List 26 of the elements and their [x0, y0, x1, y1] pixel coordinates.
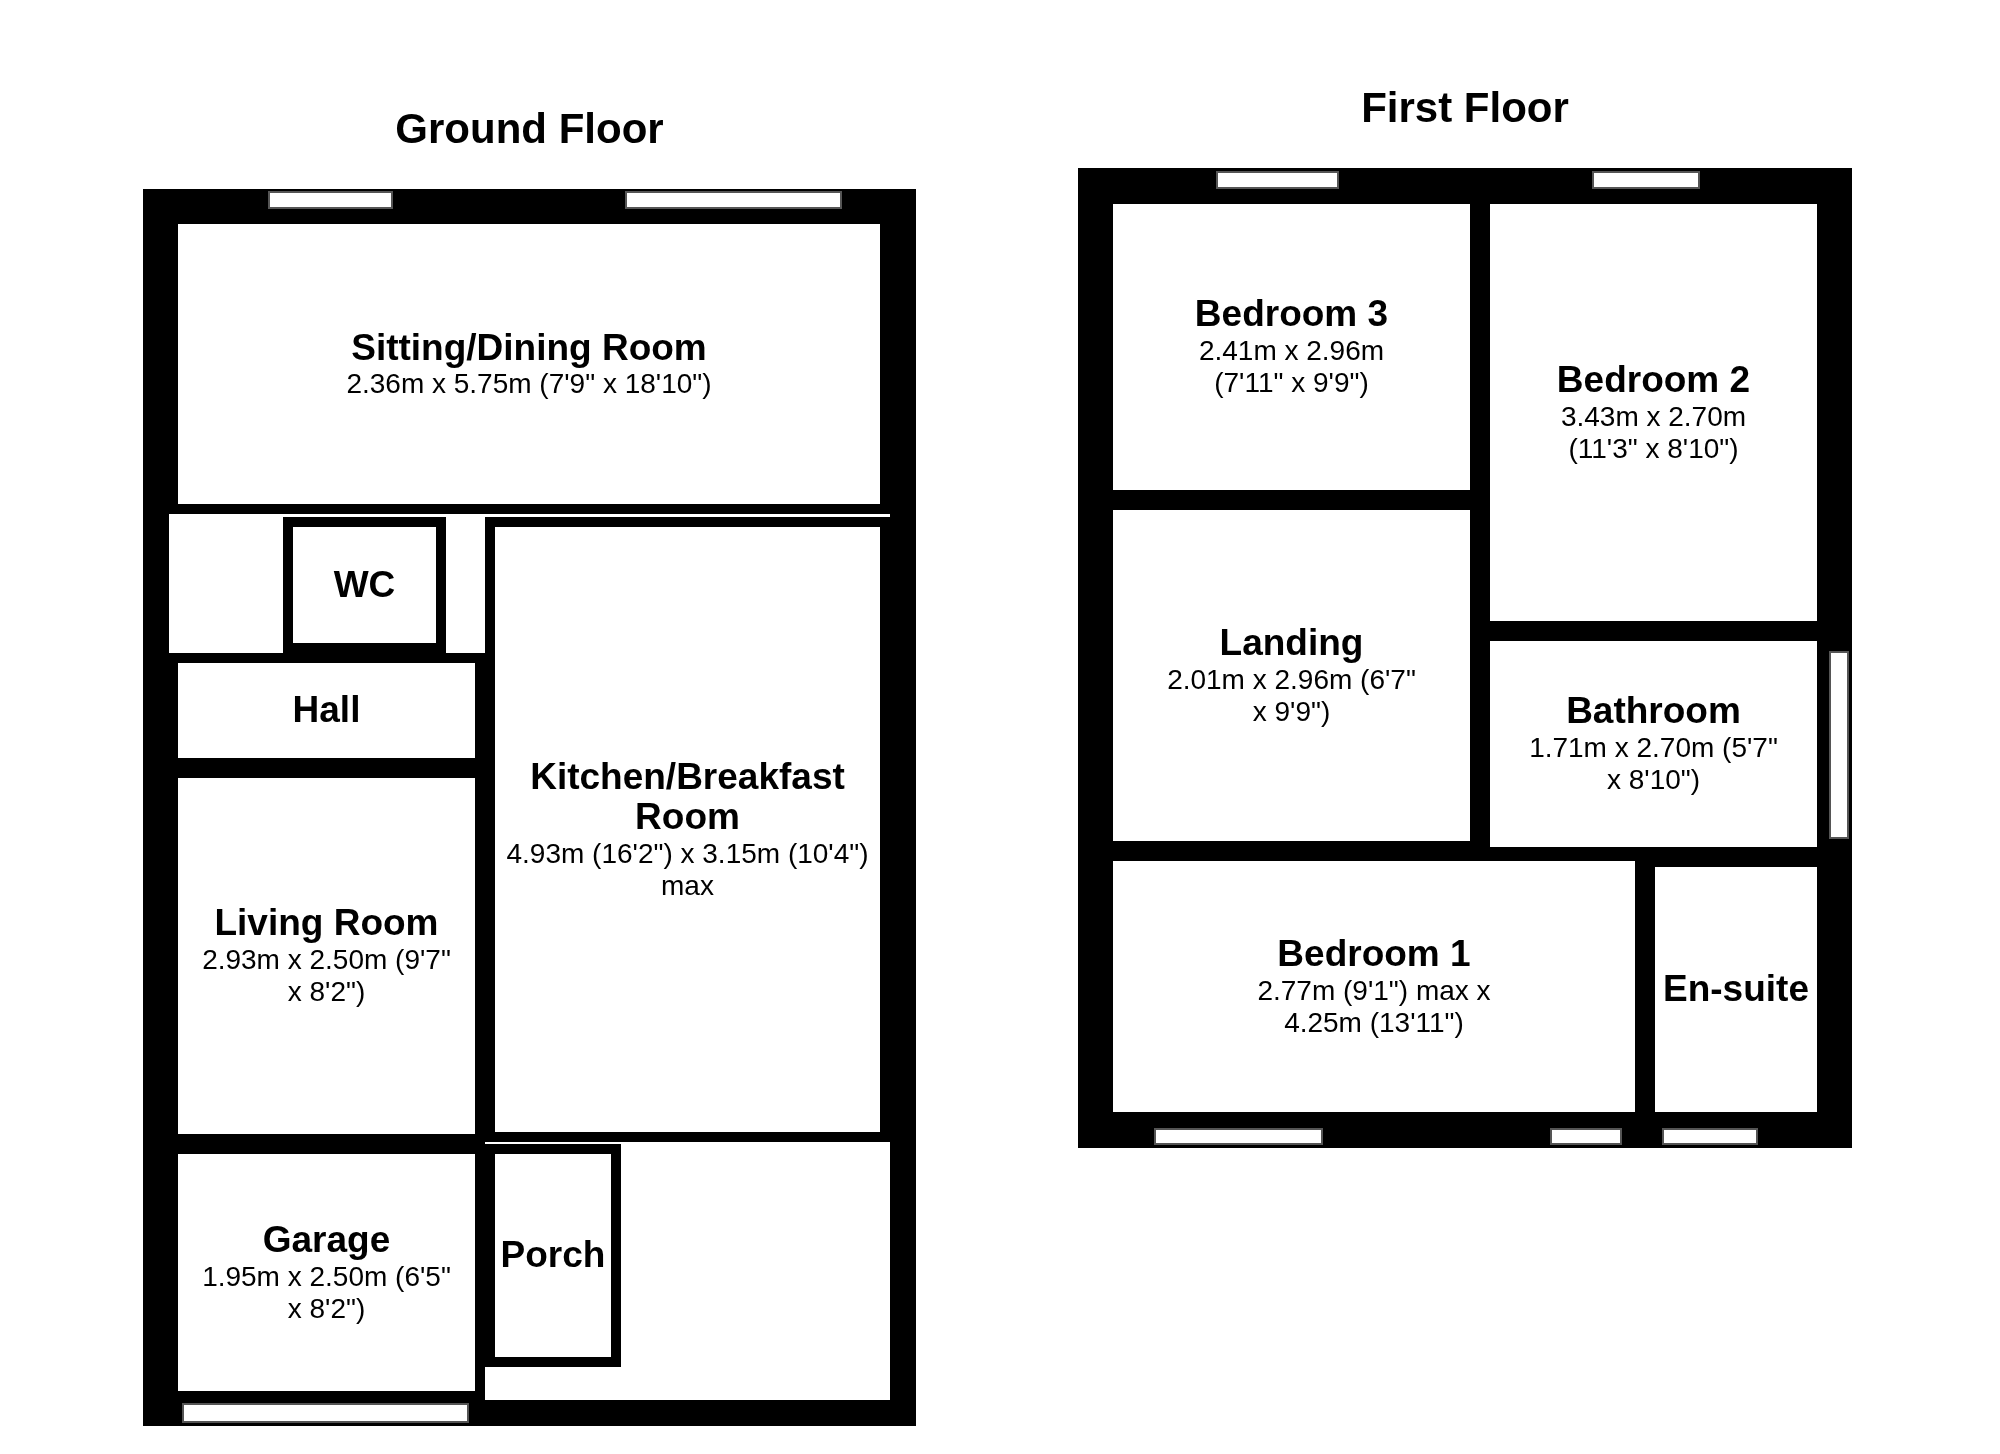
room-dimensions: 2.36m x 5.75m (7'9" x 18'10") — [346, 368, 712, 401]
room-dimensions: 3.43m x 2.70m (11'3" x 8'10") — [1559, 400, 1748, 466]
room-name: Bedroom 2 — [1556, 359, 1751, 401]
room-name: Sitting/Dining Room — [351, 327, 707, 369]
room-dimensions: 2.93m x 2.50m (9'7" x 8'2") — [201, 944, 452, 1009]
room-dimensions: 4.93m (16'2") x 3.15m (10'4") max — [505, 838, 870, 903]
room-name: Living Room — [214, 903, 439, 945]
room-name: Garage — [262, 1219, 391, 1261]
room-dimensions: 1.71m x 2.70m (5'7" x 8'10") — [1528, 732, 1779, 797]
room-outline — [283, 517, 446, 653]
room-name: Bathroom — [1566, 691, 1741, 733]
floor-heading: Ground Floor — [394, 105, 665, 153]
room-dimensions: 2.41m x 2.96m (7'11" x 9'9") — [1197, 335, 1386, 400]
room-dimensions: 1.95m x 2.50m (6'5" x 8'2") — [201, 1260, 452, 1326]
room-dimensions: 2.01m x 2.96m (6'7" x 9'9") — [1166, 663, 1417, 729]
room-outline — [485, 1144, 621, 1367]
room-dimensions: 2.77m (9'1") max x 4.25m (13'11") — [1256, 974, 1492, 1040]
room-name: Bedroom 1 — [1277, 933, 1471, 975]
room-name: Hall — [292, 690, 361, 731]
room-name: Bedroom 3 — [1194, 294, 1389, 336]
room-name: Landing — [1219, 622, 1364, 664]
room-name: En-suite — [1663, 969, 1809, 1010]
room-name: Porch — [500, 1235, 606, 1276]
floor-heading: First Floor — [1360, 84, 1570, 132]
room-name: WC — [333, 564, 396, 606]
room-name: Kitchen/Breakfast Room — [529, 756, 846, 838]
